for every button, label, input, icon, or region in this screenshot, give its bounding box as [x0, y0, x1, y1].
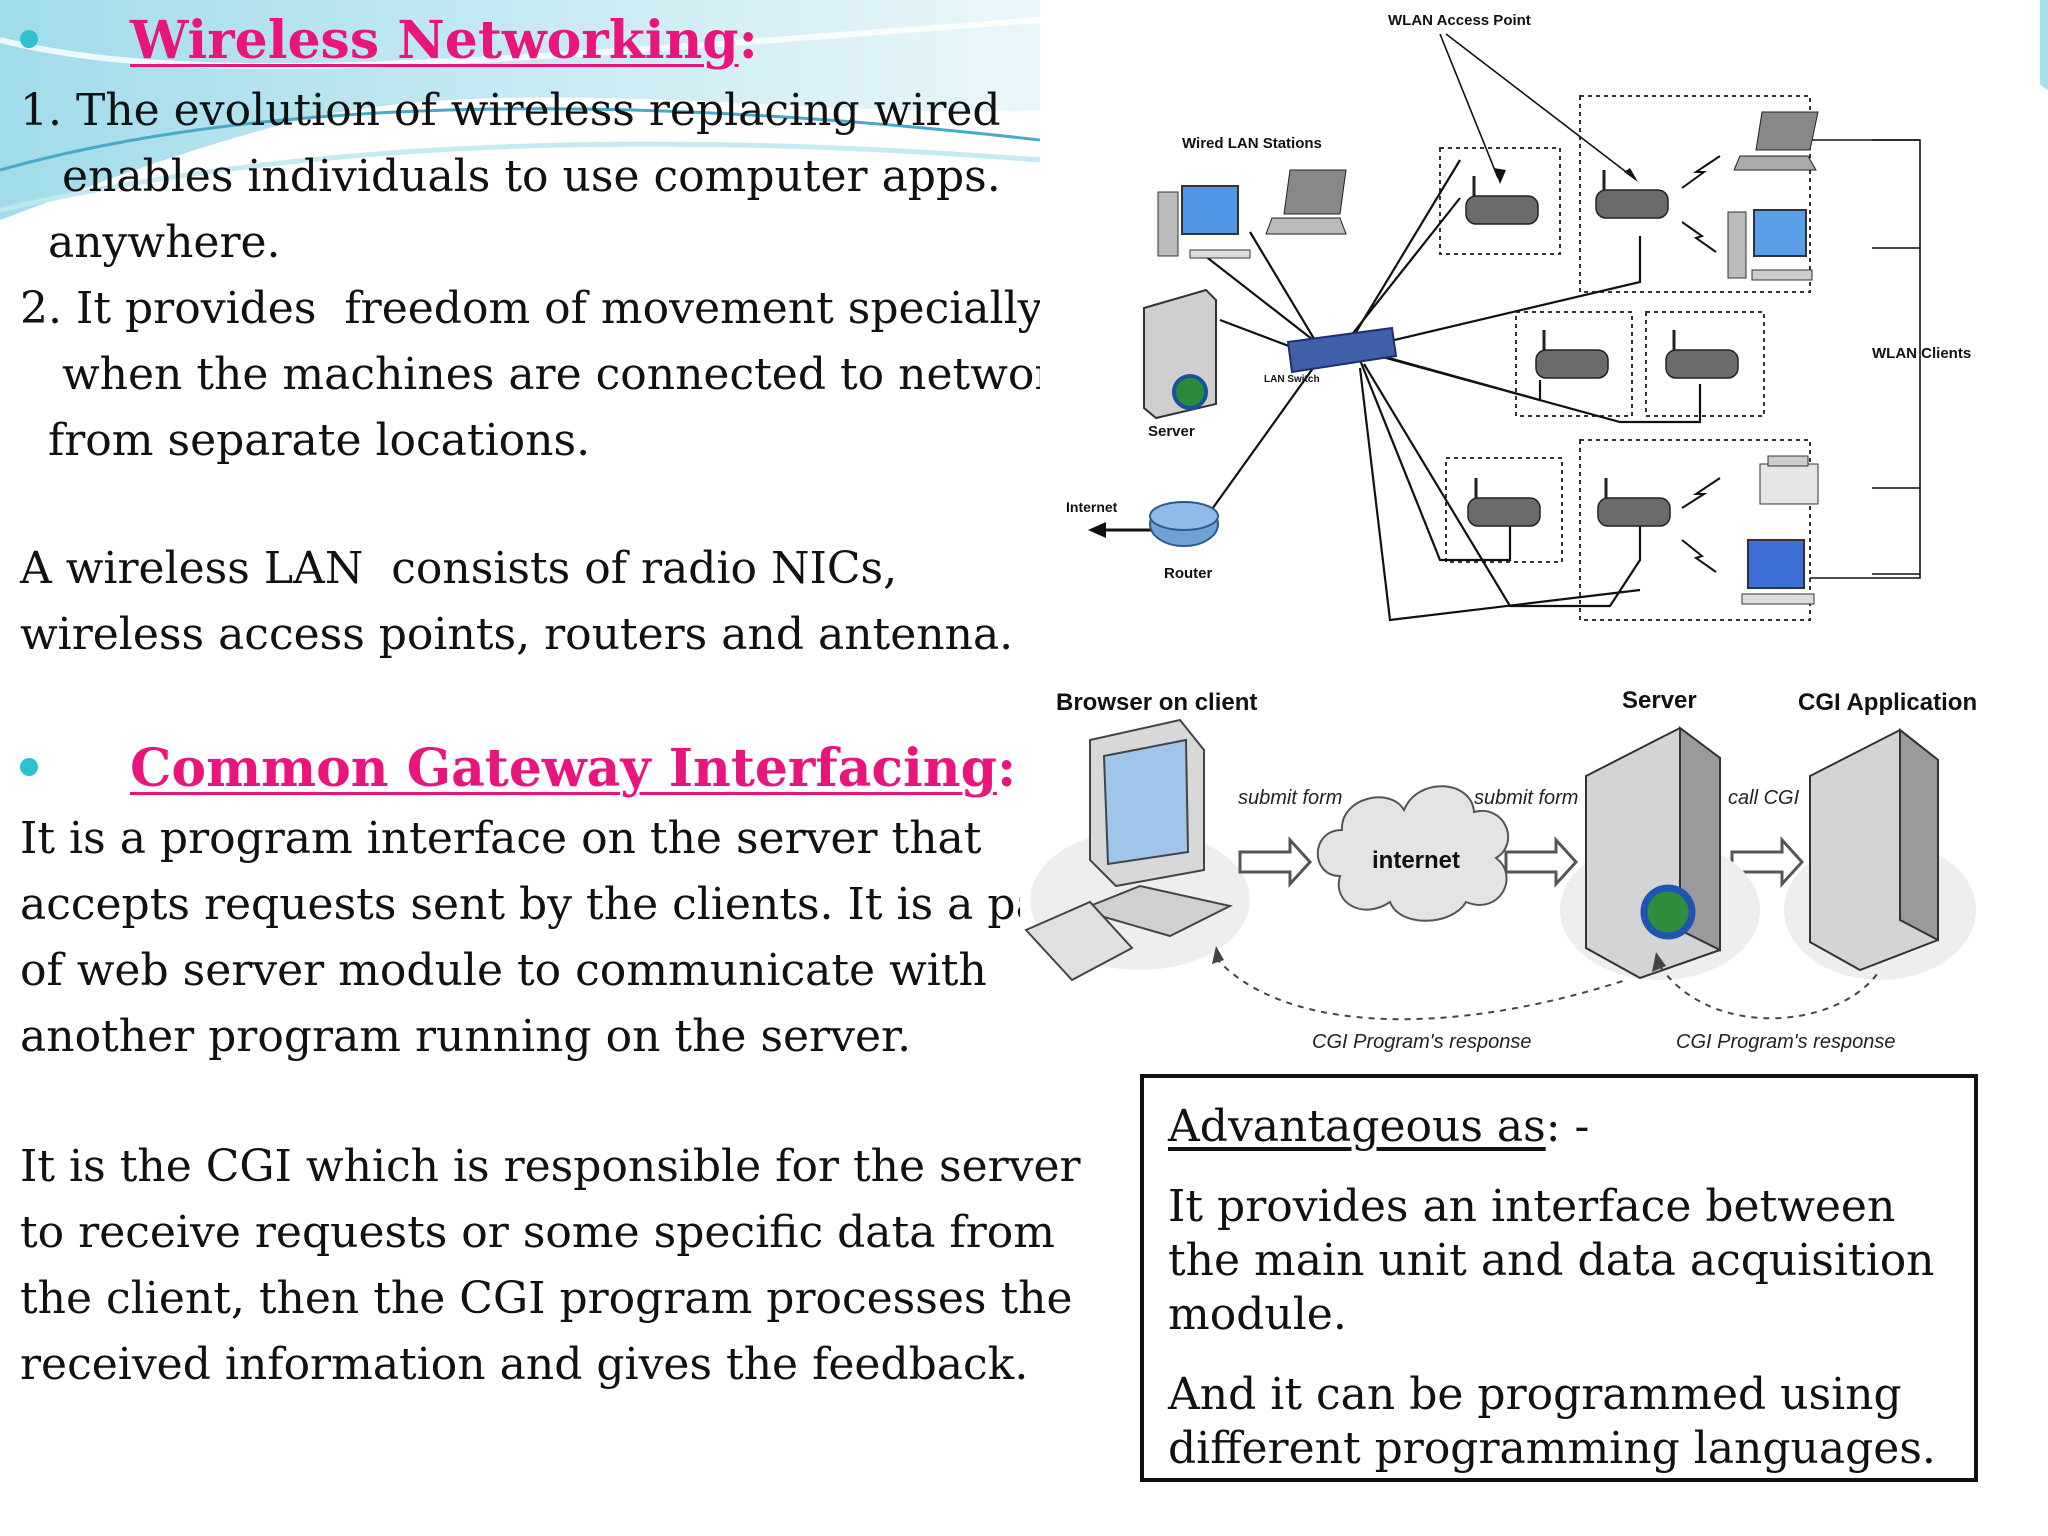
label-wired-lan-stations: Wired LAN Stations [1182, 135, 1322, 152]
label-wlan-clients: WLAN Clients [1872, 345, 1971, 362]
text-line: another program running on the server. [20, 1011, 912, 1062]
ap-box-2 [1579, 95, 1811, 293]
wired-laptop-icon [1265, 169, 1347, 235]
label-lan-switch: LAN Switch [1264, 374, 1320, 385]
label-server: Server [1148, 423, 1195, 440]
web-server-icon [1560, 726, 1760, 980]
label-internet: Internet [1066, 499, 1118, 515]
text-line: to receive requests or some specific dat… [20, 1207, 1055, 1258]
text-line: received information and gives the feedb… [20, 1339, 1029, 1390]
decorative-swoosh [0, 0, 1040, 220]
cgi-description: It is a program interface on the server … [20, 806, 1081, 1070]
text-line: of web server module to communicate with [20, 945, 987, 996]
advantages-heading: Advantageous as: - [1168, 1101, 1590, 1152]
bullet-icon [20, 29, 38, 48]
advantages-box: Advantageous as: - It provides an interf… [1140, 1074, 1978, 1482]
text-line: anywhere. [20, 217, 281, 268]
access-point-icon [1465, 189, 1739, 527]
label-server: Server [1622, 687, 1697, 714]
desktop-client-icon [1727, 209, 1813, 281]
text-line: wireless access points, routers and ante… [20, 609, 1014, 660]
label-browser-on-client: Browser on client [1056, 689, 1257, 716]
router-icon [1149, 501, 1219, 547]
label-cgi-response-2: CGI Program's response [1676, 1031, 1895, 1053]
label-submit-form-1: submit form [1238, 787, 1342, 809]
lan-switch-icon [1286, 326, 1398, 374]
label-call-cgi: call CGI [1728, 787, 1800, 809]
cgi-application-server-icon [1784, 727, 1976, 980]
text-line: from separate locations. [20, 415, 591, 466]
text-line: It is a program interface on the server … [20, 813, 982, 864]
wireless-lan-paragraph: A wireless LAN consists of radio NICs, wi… [20, 536, 1013, 668]
advantage-point-2: And it can be programmed using different… [1168, 1369, 1936, 1474]
text-line: 1. The evolution of wireless replacing w… [20, 85, 1001, 136]
text-line: the client, then the CGI program process… [20, 1273, 1073, 1324]
label-submit-form-2: submit form [1474, 787, 1578, 809]
label-router: Router [1164, 565, 1212, 582]
label-cgi-application: CGI Application [1798, 689, 1977, 716]
label-internet-cloud: internet [1372, 847, 1460, 874]
text-line: It is the CGI which is responsible for t… [20, 1141, 1081, 1192]
wireless-points: 1. The evolution of wireless replacing w… [20, 78, 1082, 474]
wired-desktop-icon [1157, 185, 1251, 259]
ap-box-3 [1515, 311, 1633, 417]
wlan-diagram: WLAN Access Point Wired LAN Stations LAN… [1040, 0, 2040, 660]
label-cgi-response-1: CGI Program's response [1312, 1031, 1531, 1053]
laptop-icon [1733, 111, 1819, 171]
imac-client-icon [1741, 539, 1815, 605]
cgi-diagram: Browser on client Server CGI Application… [1020, 680, 1980, 1080]
text-line: enables individuals to use computer apps… [20, 151, 1001, 202]
server-icon [1143, 288, 1217, 420]
advantage-point-1: It provides an interface between the mai… [1168, 1181, 1935, 1340]
ap-box-5 [1445, 457, 1563, 563]
ap-box-1 [1439, 147, 1561, 255]
text-line: accepts requests sent by the clients. It… [20, 879, 1081, 930]
ap-box-6 [1579, 439, 1811, 621]
label-wlan-access-point: WLAN Access Point [1388, 12, 1531, 29]
client-computer-icon [1024, 718, 1250, 982]
text-line: 2. It provides freedom of movement speci… [20, 283, 1043, 334]
bullet-icon [20, 757, 38, 776]
heading-common-gateway-interfacing: Common Gateway Interfacing: [20, 738, 1016, 799]
ap-box-4 [1645, 311, 1765, 417]
internet-cloud-icon [1316, 785, 1510, 922]
cgi-responsibility-paragraph: It is the CGI which is responsible for t… [20, 1134, 1081, 1398]
printer-icon [1759, 455, 1819, 505]
text-line: A wireless LAN consists of radio NICs, [20, 543, 898, 594]
heading-wireless-networking: Wireless Networking: [20, 10, 758, 71]
text-line: when the machines are connected to netwo… [20, 349, 1083, 400]
